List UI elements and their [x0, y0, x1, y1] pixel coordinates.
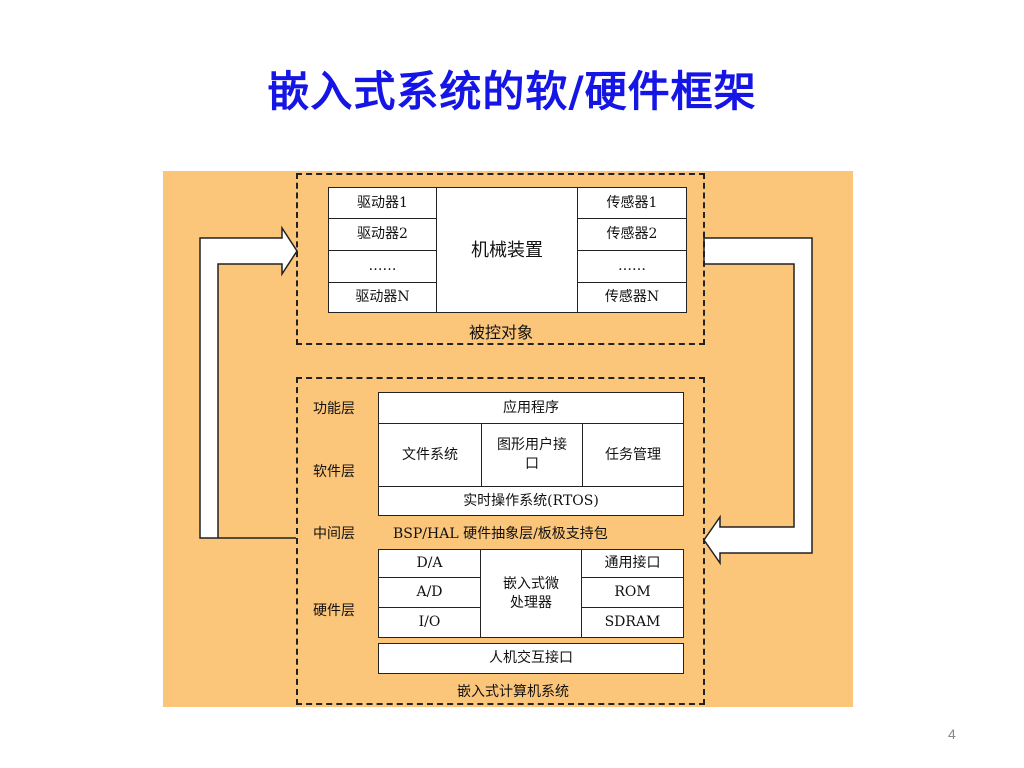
actuator-2: 驱动器2: [328, 218, 437, 251]
right-feedback-arrow: [703, 237, 813, 566]
sensor-n: 传感器N: [577, 282, 687, 313]
cpu-label: 嵌入式微处理器: [503, 575, 559, 611]
controlled-object-group: [296, 173, 705, 345]
flow-arrows: [199, 225, 813, 566]
embedded-computer-caption: 嵌入式计算机系统: [457, 684, 569, 700]
embedded-computer-group: [296, 377, 705, 705]
layer-label-software: 软件层: [313, 464, 355, 480]
file-system-box: 文件系统: [378, 423, 482, 487]
slide-title: 嵌入式系统的软/硬件框架: [267, 67, 757, 116]
sensor-1: 传感器1: [577, 187, 687, 219]
layer-label-middle: 中间层: [313, 526, 355, 542]
io-general-interface: 通用接口: [581, 549, 684, 578]
layer-label-hardware: 硬件层: [313, 603, 355, 619]
io-rom: ROM: [581, 577, 684, 608]
io-io: I/O: [378, 607, 481, 638]
io-da: D/A: [378, 549, 481, 578]
gui-box: 图形用户接口: [481, 423, 583, 487]
sensor-ellipsis: ……: [577, 250, 687, 283]
io-ad: A/D: [378, 577, 481, 608]
hci-box: 人机交互接口: [378, 643, 684, 674]
sensor-2: 传感器2: [577, 218, 687, 251]
io-sdram: SDRAM: [581, 607, 684, 638]
actuator-1: 驱动器1: [328, 187, 437, 219]
controlled-object-caption: 被控对象: [469, 323, 534, 342]
bsp-hal-label: BSP/HAL 硬件抽象层/板极支持包: [393, 526, 608, 542]
framework-diagram-panel: 驱动器1 驱动器2 …… 驱动器N 机械装置 传感器1 传感器2 …… 传感器N…: [163, 171, 853, 707]
left-feedback-arrow: [199, 225, 298, 539]
cpu-box: 嵌入式微处理器: [480, 549, 582, 638]
application-box: 应用程序: [378, 392, 684, 424]
mechanical-device: 机械装置: [436, 187, 578, 313]
gui-label: 图形用户接口: [497, 437, 567, 472]
layer-label-function: 功能层: [313, 401, 355, 417]
page-number: 4: [948, 726, 956, 742]
task-management-box: 任务管理: [582, 423, 684, 487]
rtos-box: 实时操作系统(RTOS): [378, 486, 684, 516]
actuator-n: 驱动器N: [328, 282, 437, 313]
actuator-ellipsis: ……: [328, 250, 437, 283]
